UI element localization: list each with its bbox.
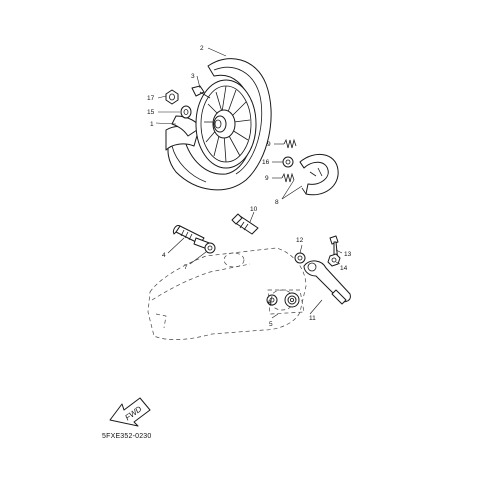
callout-11: 11 bbox=[309, 315, 316, 322]
callout-17: 17 bbox=[147, 95, 155, 102]
washer-part-16 bbox=[282, 156, 294, 168]
cam-lever-part bbox=[303, 260, 351, 305]
washer-part-15 bbox=[180, 105, 192, 119]
callout-8: 8 bbox=[275, 199, 279, 206]
tire-part bbox=[165, 58, 272, 191]
collar-part-7 bbox=[204, 242, 216, 254]
callout-7: 7 bbox=[184, 264, 188, 271]
callout-6: 6 bbox=[268, 300, 272, 307]
callout-5: 5 bbox=[269, 321, 273, 328]
callout-9-upper: 9 bbox=[267, 141, 271, 148]
valve-part bbox=[191, 85, 211, 99]
camshaft-part bbox=[231, 213, 259, 235]
callout-10: 10 bbox=[250, 206, 258, 213]
spring-part-upper bbox=[283, 138, 297, 149]
callout-3: 3 bbox=[191, 73, 195, 80]
spring-part-lower bbox=[281, 172, 295, 183]
callout-12: 12 bbox=[296, 237, 304, 244]
callout-15: 15 bbox=[147, 109, 155, 116]
seal-part-5 bbox=[284, 292, 300, 308]
wheel-part bbox=[195, 79, 257, 169]
leader-lines bbox=[155, 47, 343, 319]
callout-labels: 2 3 17 15 1 9 16 9 8 10 4 7 12 13 14 6 1… bbox=[147, 45, 352, 328]
nut-part-17 bbox=[165, 89, 179, 105]
brake-shoe-part bbox=[299, 154, 339, 196]
diagram-code: 5FXE352-0230 bbox=[102, 433, 152, 440]
fwd-arrow-icon: FWD bbox=[109, 397, 151, 427]
callout-1: 1 bbox=[150, 121, 154, 128]
callout-9-lower: 9 bbox=[265, 175, 269, 182]
gear-case-outline bbox=[147, 247, 307, 340]
callout-16: 16 bbox=[262, 159, 270, 166]
callout-14: 14 bbox=[340, 265, 348, 272]
callout-13: 13 bbox=[344, 251, 352, 258]
callout-2: 2 bbox=[200, 45, 204, 52]
bearing-part-6 bbox=[266, 294, 278, 306]
nut-part-14 bbox=[327, 253, 341, 267]
washer-part-12 bbox=[294, 252, 306, 264]
callout-4: 4 bbox=[162, 252, 166, 259]
